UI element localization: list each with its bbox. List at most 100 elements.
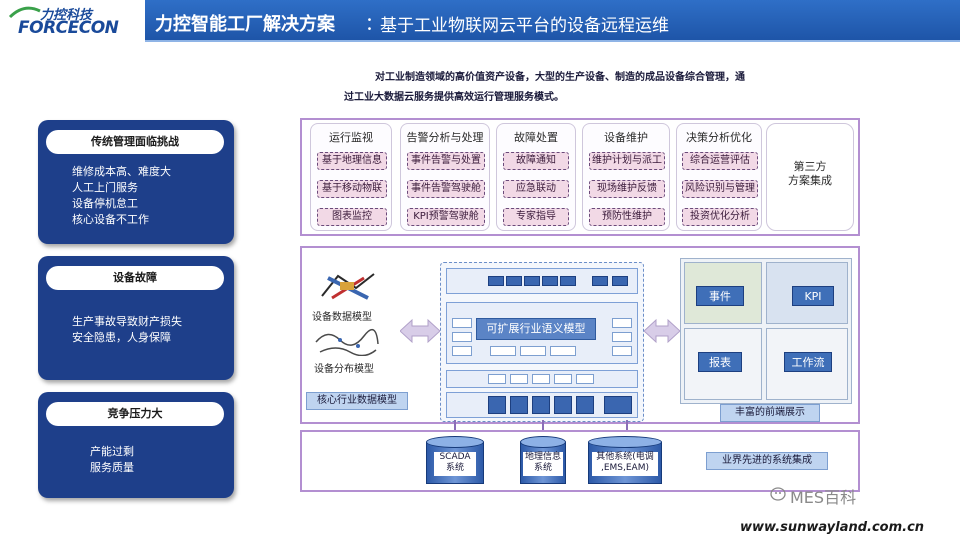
function-chip: 风险识别与管理 [682,180,758,198]
other-systems-label: 其他系统(电调 ,EMS,EAM) [592,452,658,476]
logo-swoosh-icon [8,6,41,19]
other-systems-database: 其他系统(电调 ,EMS,EAM) [588,436,662,486]
arch-block [612,332,632,342]
third-party-line-1: 第三方 [793,160,827,173]
arch-block [524,276,540,286]
scada-database: SCADA 系统 [426,436,484,486]
column-title: 故障处置 [514,131,558,144]
device-data-model-label: 设备数据模型 [312,312,372,323]
function-column: 设备维护 维护计划与派工 现场维护反馈 预防性维护 [582,123,670,231]
function-chip: 现场维护反馈 [589,180,665,198]
fault-card: 设备故障 生产事故导致财产损失 安全隐患，人身保障 [38,256,234,380]
function-chip: 应急联动 [503,180,569,198]
arch-block [488,396,506,414]
function-chip: 事件告警驾驶舱 [407,180,485,198]
competition-card: 竞争压力大 产能过剩 服务质量 [38,392,234,498]
arch-block [554,396,572,414]
third-party-box: 第三方 方案集成 [766,123,854,231]
integration-label: 业界先进的系统集成 [706,452,828,470]
arch-block [452,318,472,328]
db-label-line: SCADA [439,452,471,462]
column-title: 决策分析优化 [686,131,752,144]
arch-block [612,346,632,356]
title-bar [145,0,960,42]
column-title: 告警分析与处理 [406,131,484,144]
extensible-model-banner: 可扩展行业语义模型 [476,318,596,340]
challenge-card-title: 传统管理面临挑战 [46,130,224,154]
function-column: 决策分析优化 综合运营评估 风险识别与管理 投资优化分析 [676,123,762,231]
arch-block [488,374,506,384]
arch-block [576,374,594,384]
challenge-line: 人工上门服务 [72,181,138,194]
title-separator: ： [365,14,383,35]
competition-line: 服务质量 [90,461,134,474]
function-chip: 基于地理信息 [317,152,387,170]
logo [0,0,145,46]
db-top [426,436,484,448]
watermark-brand: MES百科 [790,488,857,507]
db-label-line: 地理信息 [524,452,561,462]
function-chip: 事件告警与处置 [407,152,485,170]
arch-block [506,276,522,286]
db-label-line: 系统 [533,463,552,473]
arch-block [550,346,576,356]
challenge-line: 核心设备不工作 [72,213,149,226]
competition-line: 产能过剩 [90,445,134,458]
logo-cn-text: 力控科技 [40,8,93,23]
function-chip: 预防性维护 [589,208,665,226]
fault-line: 生产事故导致财产损失 [72,315,182,328]
fault-line: 安全隐患，人身保障 [72,331,171,344]
db-label-line: ,EMS,EAM) [600,463,649,473]
db-top [588,436,662,448]
challenge-line: 维修成本高、难度大 [72,165,171,178]
arch-block [604,396,632,414]
challenge-card: 传统管理面临挑战 维修成本高、难度大 人工上门服务 设备停机怠工 核心设备不工作 [38,120,234,244]
function-chip: KPI预警驾驶舱 [407,208,485,226]
gis-label: 地理信息 系统 [523,452,563,476]
fault-card-title: 设备故障 [46,266,224,290]
report-label: 报表 [698,352,742,372]
wechat-icon [770,487,786,501]
kpi-label: KPI [792,286,834,306]
db-top [520,436,566,448]
page-title: 力控智能工厂解决方案 [155,14,335,35]
logo-en-text: FORCECON [18,18,119,38]
competition-card-title: 竞争压力大 [46,402,224,426]
gis-database: 地理信息 系统 [520,436,566,486]
arch-block [490,346,516,356]
arch-block [452,346,472,356]
function-chip: 基于移动物联 [317,180,387,198]
challenge-line: 设备停机怠工 [72,197,138,210]
arch-block [612,276,628,286]
arch-block [510,396,528,414]
arch-block [542,276,558,286]
device-distribution-model-label: 设备分布模型 [314,364,374,375]
arch-block [554,374,572,384]
website-url[interactable]: www.sunwayland.com.cn [740,520,925,535]
workflow-label: 工作流 [784,352,832,372]
function-column: 运行监视 基于地理信息 基于移动物联 图表监控 [310,123,392,231]
page-subtitle: 基于工业物联网云平台的设备远程运维 [380,16,669,36]
device-distribution-model-icon [315,328,379,356]
column-title: 设备维护 [604,131,648,144]
frontend-label: 丰富的前端展示 [720,404,820,422]
event-label: 事件 [696,286,744,306]
function-chip: 故障通知 [503,152,569,170]
db-label-line: 其他系统(电调 [596,452,654,462]
intro-line-1: 对工业制造领域的高价值资产设备，大型的生产设备、制造的成品设备综合管理，通 [375,72,745,83]
left-double-arrow-icon [400,318,440,344]
right-double-arrow-icon [644,318,680,344]
core-model-label: 核心行业数据模型 [306,392,408,410]
function-column: 告警分析与处理 事件告警与处置 事件告警驾驶舱 KPI预警驾驶舱 [400,123,490,231]
function-chip: 投资优化分析 [682,208,758,226]
function-chip: 维护计划与派工 [589,152,665,170]
function-chip: 专家指导 [503,208,569,226]
third-party-line-2: 方案集成 [788,174,832,187]
arch-block [532,396,550,414]
intro-line-2: 过工业大数据云服务提供高效运行管理服务模式。 [344,92,564,103]
device-data-model-icon [321,273,375,300]
arch-block [576,396,594,414]
column-title: 运行监视 [329,131,373,144]
scada-label: SCADA 系统 [434,452,476,476]
arch-block [520,346,546,356]
